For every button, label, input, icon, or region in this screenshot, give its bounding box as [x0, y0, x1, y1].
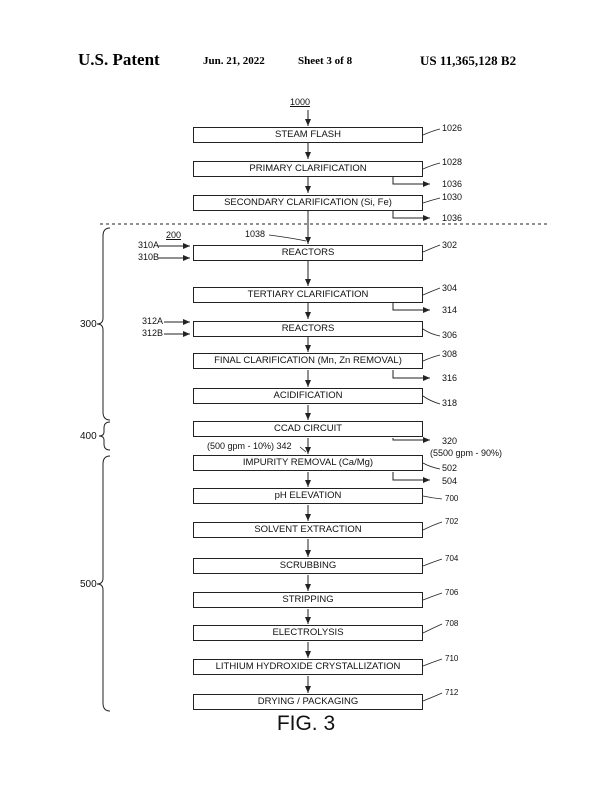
ref-primary-clarification: 1028: [442, 157, 463, 167]
ref-reactors-1: 302: [442, 240, 458, 250]
ref-leaders: [268, 128, 443, 702]
box-impurity-removal: IMPURITY REMOVAL (Ca/Mg): [193, 455, 423, 471]
output-ref-tertiary: 314: [442, 305, 458, 315]
box-secondary-clarification: SECONDARY CLARIFICATION (Si, Fe): [193, 195, 423, 211]
ref-acidification: 318: [442, 398, 458, 408]
output-ref-secondary: 1036: [442, 213, 463, 223]
group-ref-number: 200: [166, 230, 182, 240]
brackets: [96, 227, 111, 712]
box-ccad-circuit: CCAD CIRCUIT: [193, 421, 423, 437]
input-arrows: [158, 243, 190, 337]
ref-impurity-removal: 502: [442, 463, 458, 473]
box-tertiary-clarification: TERTIARY CLARIFICATION: [193, 287, 423, 303]
output-ref-primary: 1036: [442, 179, 463, 189]
output-ref-ccad: 320: [442, 436, 458, 446]
ref-lithium-hydroxide: 710: [445, 654, 459, 663]
box-solvent-extraction: SOLVENT EXTRACTION: [193, 522, 423, 538]
bracket-label-400: 400: [80, 431, 97, 442]
box-stripping: STRIPPING: [193, 592, 423, 608]
bracket-label-500: 500: [80, 579, 97, 590]
box-steam-flash: STEAM FLASH: [193, 127, 423, 143]
box-reactors-1: REACTORS: [193, 245, 423, 261]
input-ref-312b: 312B: [142, 328, 164, 338]
input-ref-310b: 310B: [138, 252, 160, 262]
patent-sheet: Sheet 3 of 8: [298, 55, 353, 67]
ref-electrolysis: 708: [445, 619, 459, 628]
box-acidification: ACIDIFICATION: [193, 388, 423, 404]
ref-steam-flash: 1026: [442, 123, 463, 133]
output-ccad-flow: (5500 gpm - 90%): [430, 448, 503, 458]
ref-scrubbing: 704: [445, 554, 459, 563]
box-scrubbing: SCRUBBING: [193, 558, 423, 574]
input-ref-310a: 310A: [138, 240, 160, 250]
box-drying-packaging: DRYING / PACKAGING: [193, 694, 423, 710]
box-final-clarification: FINAL CLARIFICATION (Mn, Zn REMOVAL): [193, 353, 423, 369]
ref-drying-packaging: 712: [445, 688, 459, 697]
figure-label: FIG. 3: [276, 712, 336, 735]
bracket-label-300: 300: [80, 319, 97, 330]
output-ref-impurity: 504: [442, 476, 458, 486]
recycle-ref: 1038: [245, 229, 266, 239]
ref-final-clarification: 308: [442, 349, 458, 359]
patent-number: US 11,365,128 B2: [420, 53, 517, 68]
ref-secondary-clarification: 1030: [442, 192, 463, 202]
box-reactors-2: REACTORS: [193, 321, 423, 337]
ccad-return-label: (500 gpm - 10%) 342: [207, 441, 292, 451]
patent-header-title: U.S. Patent: [78, 50, 160, 69]
ref-tertiary-clarification: 304: [442, 283, 458, 293]
box-electrolysis: ELECTROLYSIS: [193, 625, 423, 641]
ref-reactors-2: 306: [442, 330, 458, 340]
box-primary-clarification: PRIMARY CLARIFICATION: [193, 161, 423, 177]
top-ref-number: 1000: [290, 97, 311, 107]
ref-solvent-extraction: 702: [445, 517, 459, 526]
ref-ph-elevation: 700: [445, 494, 459, 503]
output-ref-final: 316: [442, 373, 458, 383]
patent-date: Jun. 21, 2022: [203, 55, 265, 67]
input-ref-312a: 312A: [142, 316, 164, 326]
box-lithium-hydroxide-crystallization: LITHIUM HYDROXIDE CRYSTALLIZATION: [193, 659, 423, 675]
box-ph-elevation: pH ELEVATION: [193, 488, 423, 504]
ref-stripping: 706: [445, 588, 459, 597]
output-streams: [392, 177, 430, 483]
ccad-return-leader: [299, 446, 307, 453]
